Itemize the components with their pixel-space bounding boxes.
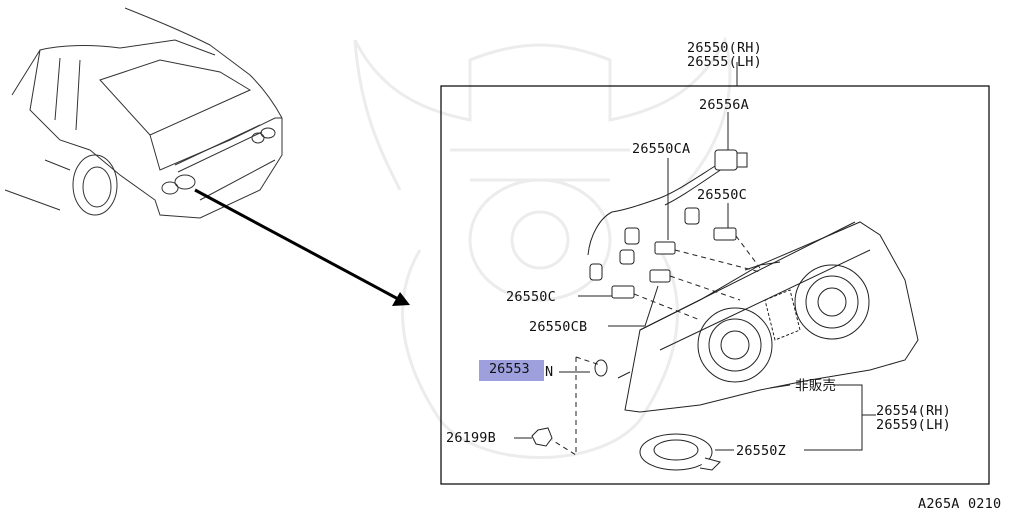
diagram-code: A265A 0210 [918,496,1001,511]
label-socket-cb: 26550CB [529,319,587,335]
wiring-harness [587,149,761,321]
label-assembly-lh: 26555(LH) [687,54,762,70]
tail-lamp-housing [624,221,919,413]
label-lens-lh: 26559(LH) [876,417,951,433]
label-nut-b: 26199B [446,430,496,446]
label-nut-suffix: N [545,364,553,380]
label-socket-c-upper: 26550C [697,187,747,203]
detail-frame [440,85,990,485]
hardware [531,359,721,471]
leader-lines [514,62,876,456]
part-hotspot-26553n[interactable] [479,360,544,381]
label-socket-c-lower: 26550C [506,289,556,305]
label-socket-ca: 26550CA [632,141,690,157]
label-not-sold: 非販売 [795,378,836,394]
watermark-logo [353,35,732,459]
label-harness: 26556A [699,97,749,113]
pointer-arrow [194,188,410,306]
label-assembly-rh: 26550(RH) [687,40,762,56]
part-labels: 26550(RH) 26555(LH) 26556A 26550CA 26550… [446,40,1001,512]
label-lens-rh: 26554(RH) [876,403,951,419]
label-seal: 26550Z [736,443,786,459]
car-illustration [4,7,283,219]
